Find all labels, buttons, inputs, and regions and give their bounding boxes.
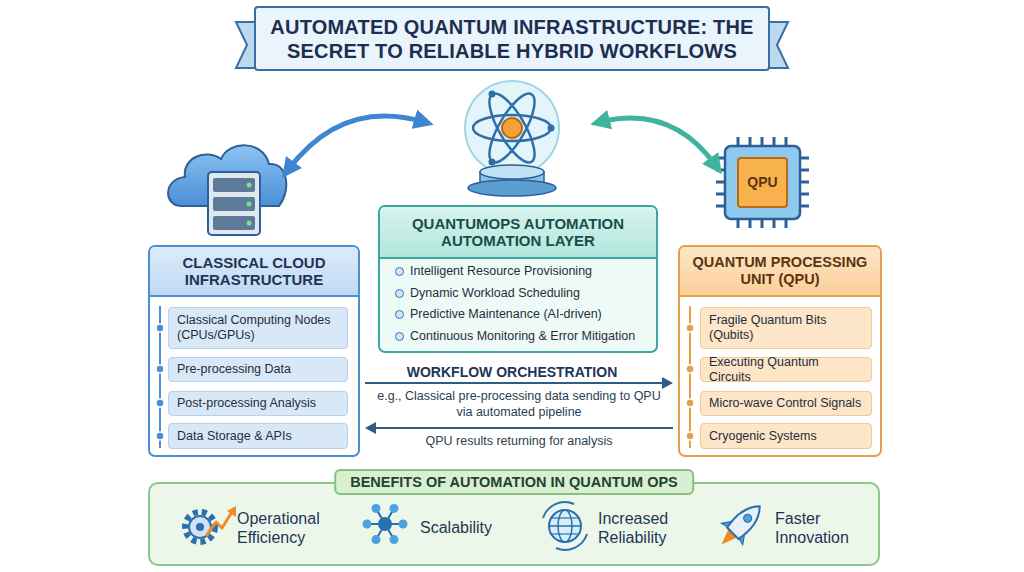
cloud-automation-arrow <box>288 116 424 170</box>
list-item-box: Micro-wave Control Signals <box>700 391 872 416</box>
bullet-item: Dynamic Workload Scheduling <box>410 286 580 301</box>
electron <box>489 91 496 98</box>
server-led <box>247 183 252 188</box>
atom-glow <box>465 81 559 175</box>
atom-orbit <box>481 88 543 169</box>
chip-pin <box>716 169 725 172</box>
server-rack <box>208 172 260 235</box>
server-led <box>247 221 252 226</box>
qpu-chip-icon <box>716 137 809 228</box>
chip-pin <box>749 137 752 146</box>
bullet-item: Predictive Maintenance (AI-driven) <box>410 307 602 322</box>
edge-label: QPU results returning for analysis <box>389 434 649 450</box>
chip-body <box>725 146 800 219</box>
server-unit <box>213 178 255 192</box>
chip-core <box>738 158 787 207</box>
band-heading: BENEFITS OF AUTOMATION IN QUANTUM OPS <box>334 469 694 495</box>
list-item-box: Data Storage & APIs <box>168 423 348 449</box>
box-header: QUANTUMOPS AUTOMATION AUTOMATION LAYER <box>380 207 656 259</box>
chip-pin <box>761 137 764 146</box>
list-item-box: Classical Computing Nodes (CPUs/GPUs) <box>168 307 348 349</box>
box-header: QUANTUM PROCESSING UNIT (QPU) <box>680 247 880 297</box>
electron <box>489 159 496 166</box>
chip-pin <box>749 219 752 228</box>
chip-pin <box>785 219 788 228</box>
item-text: Micro-wave Control Signals <box>709 396 861 411</box>
pedestal-top <box>480 165 544 179</box>
list-item-box: Executing Quantum Circuits <box>700 357 872 382</box>
title-ribbon <box>236 7 788 70</box>
list-item-box: Post-processing Analysis <box>168 391 348 416</box>
chip-pin <box>737 137 740 146</box>
server-unit <box>213 197 255 211</box>
item-text: Post-processing Analysis <box>177 396 316 411</box>
box-heading: QUANTUM PROCESSING UNIT (QPU) <box>680 254 880 287</box>
chip-pin <box>737 219 740 228</box>
chip-pin <box>800 193 809 196</box>
server-unit <box>213 216 255 230</box>
chip-pin <box>716 157 725 160</box>
pedestal-base <box>468 180 556 196</box>
classical-panel: CLASSICAL CLOUD INFRASTRUCTURE Classical … <box>148 245 360 457</box>
box-header: CLASSICAL CLOUD INFRASTRUCTURE <box>150 247 358 297</box>
chip-pins <box>716 137 809 228</box>
atom-orbit <box>481 88 543 169</box>
benefits-band: BENEFITS OF AUTOMATION IN QUANTUM OPSOpe… <box>148 482 880 566</box>
flow-line <box>365 382 663 384</box>
chip-pin <box>785 137 788 146</box>
item-text: Fragile Quantum Bits (Qubits) <box>709 313 863 343</box>
chip-pin <box>761 219 764 228</box>
cloud-server-icon <box>168 145 286 235</box>
section-label: WORKFLOW ORCHESTRATION <box>407 364 618 380</box>
list-item-box: Fragile Quantum Bits (Qubits) <box>700 307 872 349</box>
flow-line <box>375 427 673 429</box>
atom-orbit <box>473 115 551 141</box>
qpu-panel: QUANTUM PROCESSING UNIT (QPU) Fragile Qua… <box>678 245 882 457</box>
chip-pin <box>800 181 809 184</box>
chip-pin <box>716 193 725 196</box>
arrow-head <box>365 422 376 434</box>
automation-qpu-arrow <box>600 118 716 166</box>
title-banner: AUTOMATED QUANTUM INFRASTRUCTURE: THE SE… <box>262 9 762 69</box>
flow-arrow <box>365 422 673 434</box>
atom-icon <box>465 81 559 196</box>
atom-nucleus <box>502 118 522 138</box>
item-text: Classical Computing Nodes (CPUs/GPUs) <box>177 313 339 343</box>
edge-label: e.g., Classical pre-processing data send… <box>374 389 664 420</box>
chip-pin <box>773 137 776 146</box>
box-heading: QUANTUMOPS AUTOMATION AUTOMATION LAYER <box>380 215 656 250</box>
benefit-text: Scalability <box>420 518 530 537</box>
benefit-text: Operational Efficiency <box>237 509 337 547</box>
bullet-item: Intelligent Resource Provisioning <box>410 264 592 279</box>
benefit-text: Faster Innovation <box>775 509 875 547</box>
chip-pin <box>773 219 776 228</box>
item-text: Cryogenic Systems <box>709 429 817 444</box>
box-heading: CLASSICAL CLOUD INFRASTRUCTURE <box>150 254 358 289</box>
diagram-title: AUTOMATED QUANTUM INFRASTRUCTURE: THE SE… <box>262 15 762 64</box>
ribbon-body <box>255 7 769 70</box>
chip-pin <box>716 181 725 184</box>
bullet-item: Continuous Monitoring & Error Mitigation <box>410 329 635 344</box>
item-text: Executing Quantum Circuits <box>709 355 863 385</box>
item-text: Pre-processing Data <box>177 362 291 377</box>
electron <box>548 125 555 132</box>
automation-panel: QUANTUMOPS AUTOMATION AUTOMATION LAYER In… <box>378 205 658 353</box>
benefit-text: Increased Reliability <box>598 509 698 547</box>
list-item-box: Cryogenic Systems <box>700 423 872 449</box>
arrow-head <box>662 377 673 389</box>
chip-pin <box>800 157 809 160</box>
server-led <box>247 202 252 207</box>
chip-pin <box>716 205 725 208</box>
chip-label: QPU <box>747 174 777 190</box>
chip-pin <box>800 169 809 172</box>
chip-pin <box>800 205 809 208</box>
item-text: Data Storage & APIs <box>177 429 292 444</box>
list-item-box: Pre-processing Data <box>168 357 348 382</box>
